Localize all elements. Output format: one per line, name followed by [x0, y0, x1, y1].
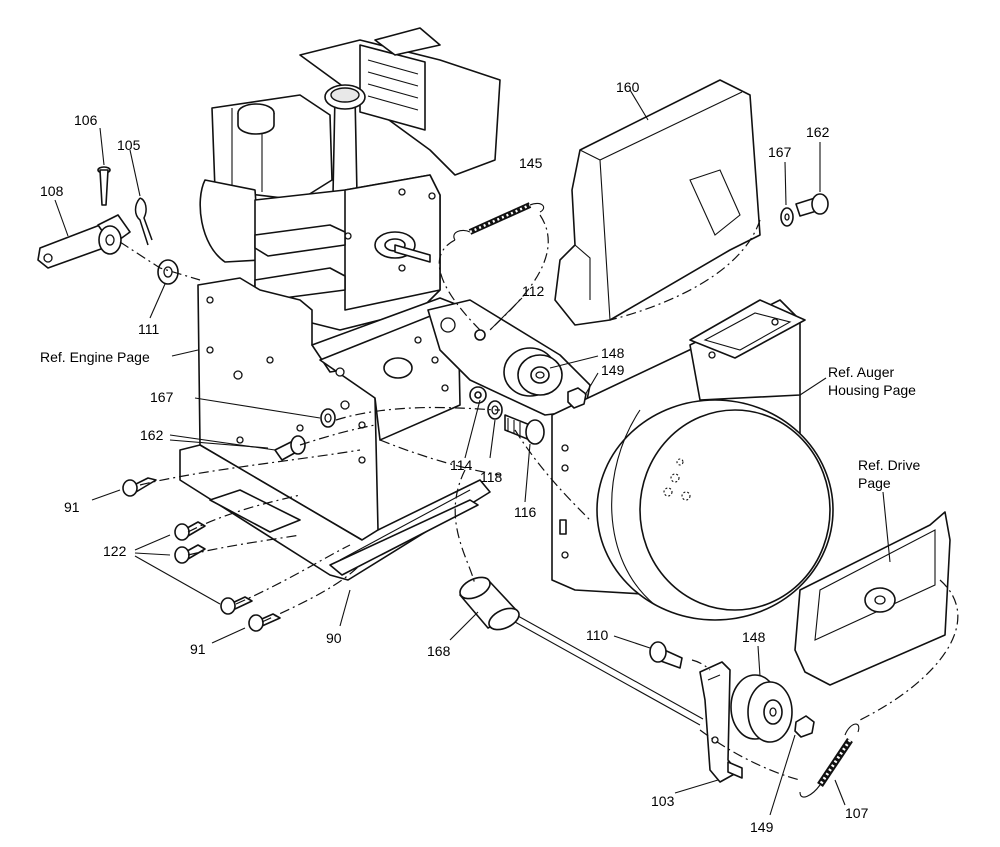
- hairpin-105: [134, 197, 153, 246]
- ref-auger-line1: Ref. Auger: [828, 364, 894, 380]
- bolt-122-a: [174, 521, 206, 541]
- ref-auger-line2: Housing Page: [828, 382, 916, 398]
- bolt-91-upper: [122, 477, 157, 497]
- label-162-lower: 162: [140, 427, 164, 443]
- label-167-upper: 167: [768, 144, 792, 160]
- label-112: 112: [522, 283, 545, 299]
- bolt-122-c: [220, 596, 253, 615]
- bolt-110: [649, 641, 683, 669]
- label-106: 106: [74, 112, 98, 128]
- engine: [199, 27, 501, 331]
- label-108: 108: [40, 183, 64, 199]
- drive-bracket: [794, 511, 951, 686]
- nut-149-lower: [794, 715, 815, 738]
- leader-lines: [54, 89, 891, 816]
- bolt-162-lower: [274, 435, 306, 461]
- ref-engine-page: Ref. Engine Page: [40, 349, 150, 365]
- label-162-upper: 162: [806, 124, 830, 140]
- ref-drive-line1: Ref. Drive: [858, 457, 920, 473]
- label-148-lower: 148: [742, 629, 766, 645]
- label-149-lower: 149: [750, 819, 774, 835]
- label-103: 103: [651, 793, 675, 809]
- idler-arm-103: [699, 661, 743, 783]
- spacer-168: [459, 576, 520, 631]
- label-145: 145: [519, 155, 543, 171]
- label-122: 122: [103, 543, 127, 559]
- spring-107: [799, 723, 860, 798]
- label-110: 110: [586, 627, 609, 643]
- bolt-162-upper: [795, 193, 829, 217]
- label-114: 114: [450, 457, 473, 473]
- frame-plate-90: [179, 277, 491, 581]
- rod: [514, 615, 704, 726]
- label-116: 116: [514, 504, 537, 520]
- pin-106: [97, 166, 111, 206]
- ref-drive-line2: Page: [858, 475, 891, 491]
- callout-labels: 106 105 108 111 145 160 162 167 112 148 …: [40, 79, 920, 835]
- nut-149-upper: [567, 387, 587, 409]
- spring-145: [453, 202, 545, 241]
- label-107: 107: [845, 805, 869, 821]
- washer-111: [157, 259, 179, 285]
- label-160: 160: [616, 79, 640, 95]
- label-118: 118: [480, 469, 503, 485]
- pulley-148-upper: [503, 347, 563, 397]
- label-148-upper: 148: [601, 345, 625, 361]
- belt-cover-160: [554, 79, 761, 326]
- label-149-upper: 149: [601, 362, 625, 378]
- pulley-148-lower: [730, 674, 793, 743]
- label-167-lower: 167: [150, 389, 174, 405]
- label-168: 168: [427, 643, 451, 659]
- bolt-116: [504, 414, 545, 445]
- label-111: 111: [138, 321, 159, 337]
- label-90: 90: [326, 630, 342, 646]
- bolt-91-lower: [248, 613, 281, 632]
- lever-108: [37, 214, 131, 269]
- label-91-lower: 91: [190, 641, 206, 657]
- label-105: 105: [117, 137, 141, 153]
- label-91-upper: 91: [64, 499, 80, 515]
- auger-housing: [551, 299, 834, 621]
